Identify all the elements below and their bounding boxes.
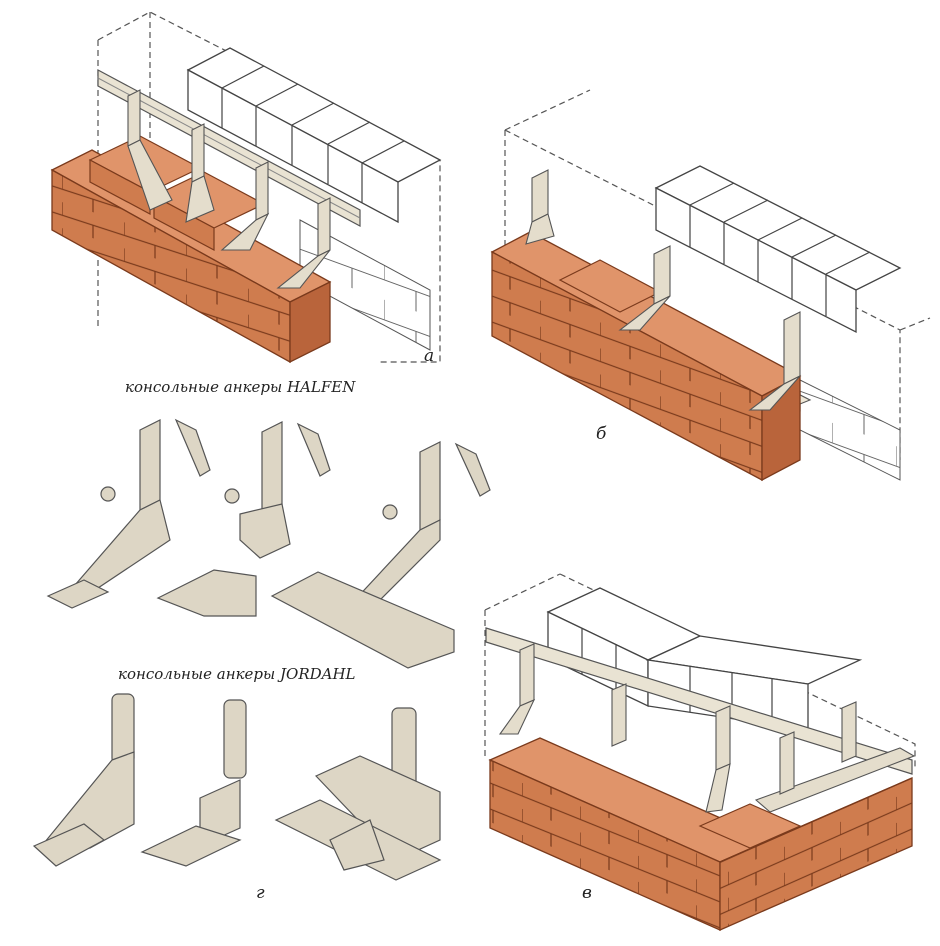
panel-b-anchors — [525, 169, 801, 411]
panel-v-anchors — [498, 643, 857, 813]
panel-v-block-row — [546, 587, 863, 731]
panel-v-label: в — [582, 883, 592, 903]
halfen-anchor-set — [46, 418, 491, 669]
jordahl-anchor-set — [32, 693, 442, 881]
halfen-caption: консольные анкеры HALFEN — [125, 378, 356, 396]
panel-b-illustration — [490, 89, 931, 482]
jordahl-caption: консольные анкеры JORDAHL — [118, 665, 356, 683]
panel-v-illustration — [484, 573, 916, 931]
panel-a-label: а — [424, 346, 435, 366]
panel-a-block-row — [186, 47, 442, 224]
jordahl-anchor-2 — [140, 699, 247, 867]
panel-v-brick-facade — [488, 737, 913, 931]
panel-g-label: г — [256, 883, 265, 903]
halfen-anchor-2 — [156, 421, 331, 617]
jordahl-anchor-3 — [274, 707, 442, 881]
panel-a-anchors — [127, 89, 331, 289]
panel-a-brick-facade — [50, 135, 332, 364]
panel-b-block-row — [654, 165, 902, 334]
halfen-anchor-1 — [46, 418, 211, 609]
jordahl-anchor-1 — [32, 693, 135, 867]
panel-b-label: б — [596, 424, 607, 444]
halfen-anchor-3 — [270, 441, 491, 669]
panel-a-illustration — [50, 11, 442, 364]
